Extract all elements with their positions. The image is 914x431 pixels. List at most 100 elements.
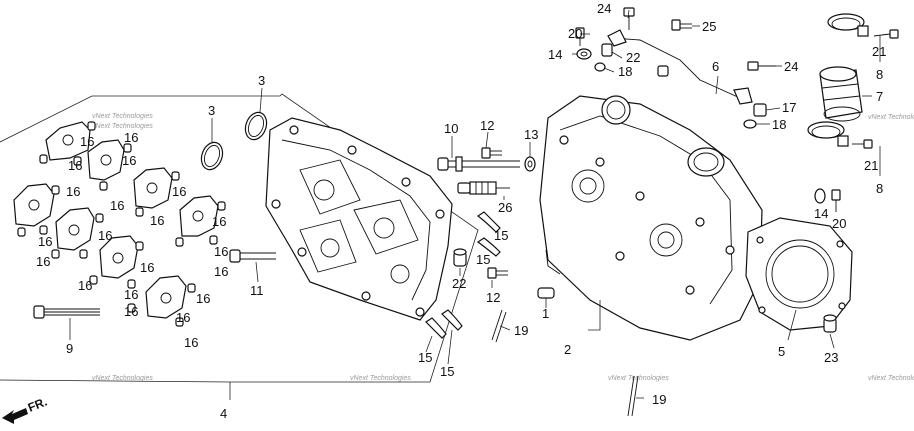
callout-16: 16 [176, 310, 190, 325]
callout-4: 4 [220, 406, 227, 421]
callout-21: 21 [864, 158, 878, 173]
callout-16: 16 [124, 304, 138, 319]
callout-25: 25 [702, 19, 716, 34]
callout-13: 13 [524, 127, 538, 142]
callout-16: 16 [122, 153, 136, 168]
callout-20: 20 [832, 216, 846, 231]
callout-19: 19 [652, 392, 666, 407]
watermark-5: vNext Technologies [92, 375, 153, 382]
o-ring-3a [200, 141, 224, 171]
front-arrow: FR. [2, 395, 49, 424]
callout-16: 16 [66, 184, 80, 199]
bolt-12b [487, 267, 508, 279]
pipe-6 [607, 29, 753, 105]
callout-2: 2 [564, 342, 571, 357]
cam-holder-7 [89, 235, 144, 289]
clip-15c [425, 317, 447, 339]
dowel-23 [823, 314, 837, 333]
callout-23: 23 [824, 350, 838, 365]
callout-16: 16 [196, 291, 210, 306]
callout-16: 16 [150, 213, 164, 228]
callout-21: 21 [872, 44, 886, 59]
bolt-25 [671, 19, 692, 31]
callout-6: 6 [712, 59, 719, 74]
stud-19a [491, 309, 507, 343]
callout-5: 5 [778, 344, 785, 359]
washer-18a [594, 62, 606, 72]
watermark-7: vNext Technologies [608, 375, 669, 382]
intake-tube-7 [819, 66, 863, 122]
washer-14b [814, 188, 826, 204]
callout-14: 14 [548, 47, 562, 62]
clip-15d [441, 309, 463, 331]
o-ring-3b [244, 111, 268, 141]
callout-22: 22 [452, 276, 466, 291]
callout-16: 16 [38, 234, 52, 249]
bolt-10 [437, 156, 520, 172]
callout-16: 16 [78, 278, 92, 293]
watermark-4: vNext Technologies [868, 114, 914, 121]
watermark-2: vNext Technologies [92, 123, 153, 130]
callout-12: 12 [486, 290, 500, 305]
callout-3: 3 [208, 103, 215, 118]
callout-18: 18 [618, 64, 632, 79]
callout-3: 3 [258, 73, 265, 88]
callout-16: 16 [110, 198, 124, 213]
callouts: 24 25 20 14 22 18 6 24 17 18 21 8 7 21 8… [36, 1, 886, 421]
clamp-8a [827, 13, 869, 37]
callout-16: 16 [214, 264, 228, 279]
dowel-22b [453, 248, 467, 267]
clip-15a [476, 211, 501, 233]
cam-holder-8 [127, 275, 196, 327]
callout-26: 26 [498, 200, 512, 215]
callout-1: 1 [542, 306, 549, 321]
callout-8: 8 [876, 67, 883, 82]
callout-8: 8 [876, 181, 883, 196]
dowel-1 [537, 287, 555, 299]
callout-16: 16 [68, 158, 82, 173]
watermark-1: vNext Technologies [92, 113, 153, 120]
callout-12: 12 [480, 118, 494, 133]
callout-16: 16 [172, 184, 186, 199]
callout-14: 14 [814, 206, 828, 221]
callout-16: 16 [184, 335, 198, 350]
callout-15: 15 [494, 228, 508, 243]
callout-10: 10 [444, 121, 458, 136]
callout-9: 9 [66, 341, 73, 356]
callout-19: 19 [514, 323, 528, 338]
callout-16: 16 [36, 254, 50, 269]
callout-22: 22 [626, 50, 640, 65]
watermark-8: vNext Technologies [868, 375, 914, 382]
camshaft-holders [13, 121, 226, 327]
callout-15: 15 [440, 364, 454, 379]
callout-20: 20 [568, 26, 582, 41]
cam-holder-4 [133, 167, 180, 217]
screw-21a [873, 29, 899, 39]
screw-21b [852, 139, 873, 149]
head-gasket-5 [745, 217, 853, 331]
bolt-24b [747, 61, 776, 71]
washer-13 [524, 156, 536, 172]
spacer-22a [601, 43, 613, 57]
callout-16: 16 [80, 134, 94, 149]
arrow-icon [2, 408, 28, 424]
bolt-9 [33, 305, 100, 319]
cam-holder-3 [13, 183, 60, 237]
cam-holder-6 [175, 195, 226, 247]
bolt-12a [481, 147, 502, 159]
callout-16: 16 [98, 228, 112, 243]
callout-16: 16 [140, 260, 154, 275]
callout-15: 15 [476, 252, 490, 267]
callout-16: 16 [124, 287, 138, 302]
stud-19b [627, 375, 639, 417]
callout-18: 18 [772, 117, 786, 132]
leader-lines [69, 9, 881, 399]
washer-18b [743, 119, 757, 129]
spark-plug-26 [457, 181, 510, 195]
bolt-20a [575, 27, 585, 46]
cam-holder-1 [39, 121, 96, 166]
cylinder-head-rear [265, 117, 453, 321]
callout-16: 16 [212, 214, 226, 229]
washer-14a [576, 48, 592, 60]
